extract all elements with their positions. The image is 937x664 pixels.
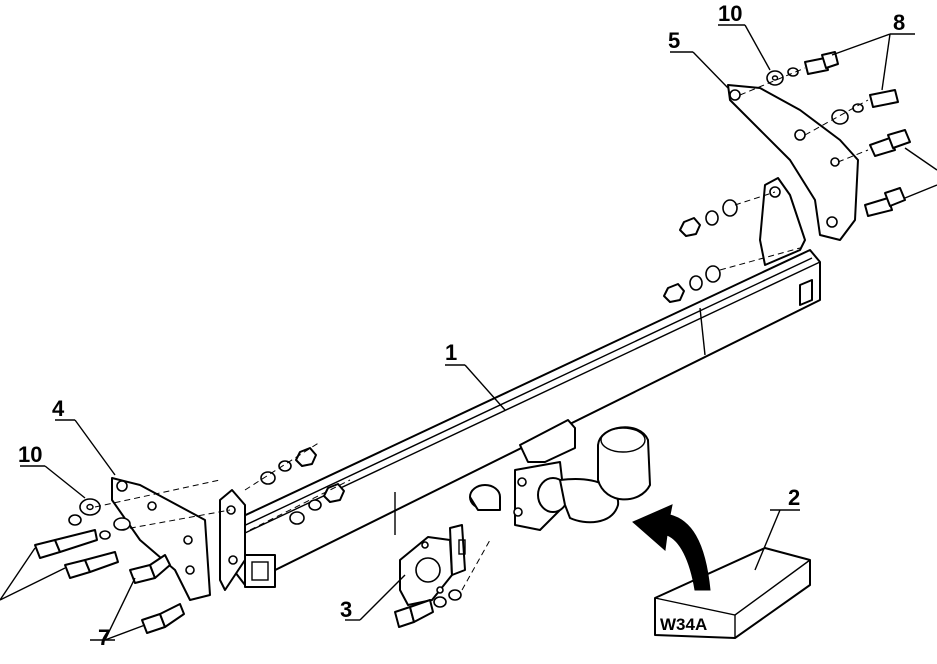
leader-lines (0, 24, 937, 641)
label-left-bracket: 4 (52, 396, 65, 421)
right-bracket (727, 84, 859, 266)
label-beam: 1 (445, 340, 457, 365)
left-fasteners (34, 479, 231, 634)
label-washer-right: 10 (718, 1, 742, 26)
label-right-bracket: 5 (668, 28, 680, 53)
cross-beam (234, 249, 821, 588)
label-kit-box: 2 (788, 485, 800, 510)
label-bolts-right: 8 (893, 10, 905, 35)
right-fasteners (739, 51, 911, 217)
left-nut-set (244, 441, 351, 531)
label-washer-left: 10 (18, 442, 42, 467)
kit-box: W34A (654, 547, 811, 639)
left-bracket (111, 477, 246, 601)
label-bolts-left: 7 (98, 625, 110, 650)
socket-plate (394, 524, 491, 628)
curved-arrow (632, 504, 711, 591)
label-socket-plate: 3 (340, 597, 352, 622)
right-nut-set (663, 191, 801, 303)
tow-ball-assembly (469, 419, 651, 531)
kit-box-code: W34A (660, 615, 707, 634)
